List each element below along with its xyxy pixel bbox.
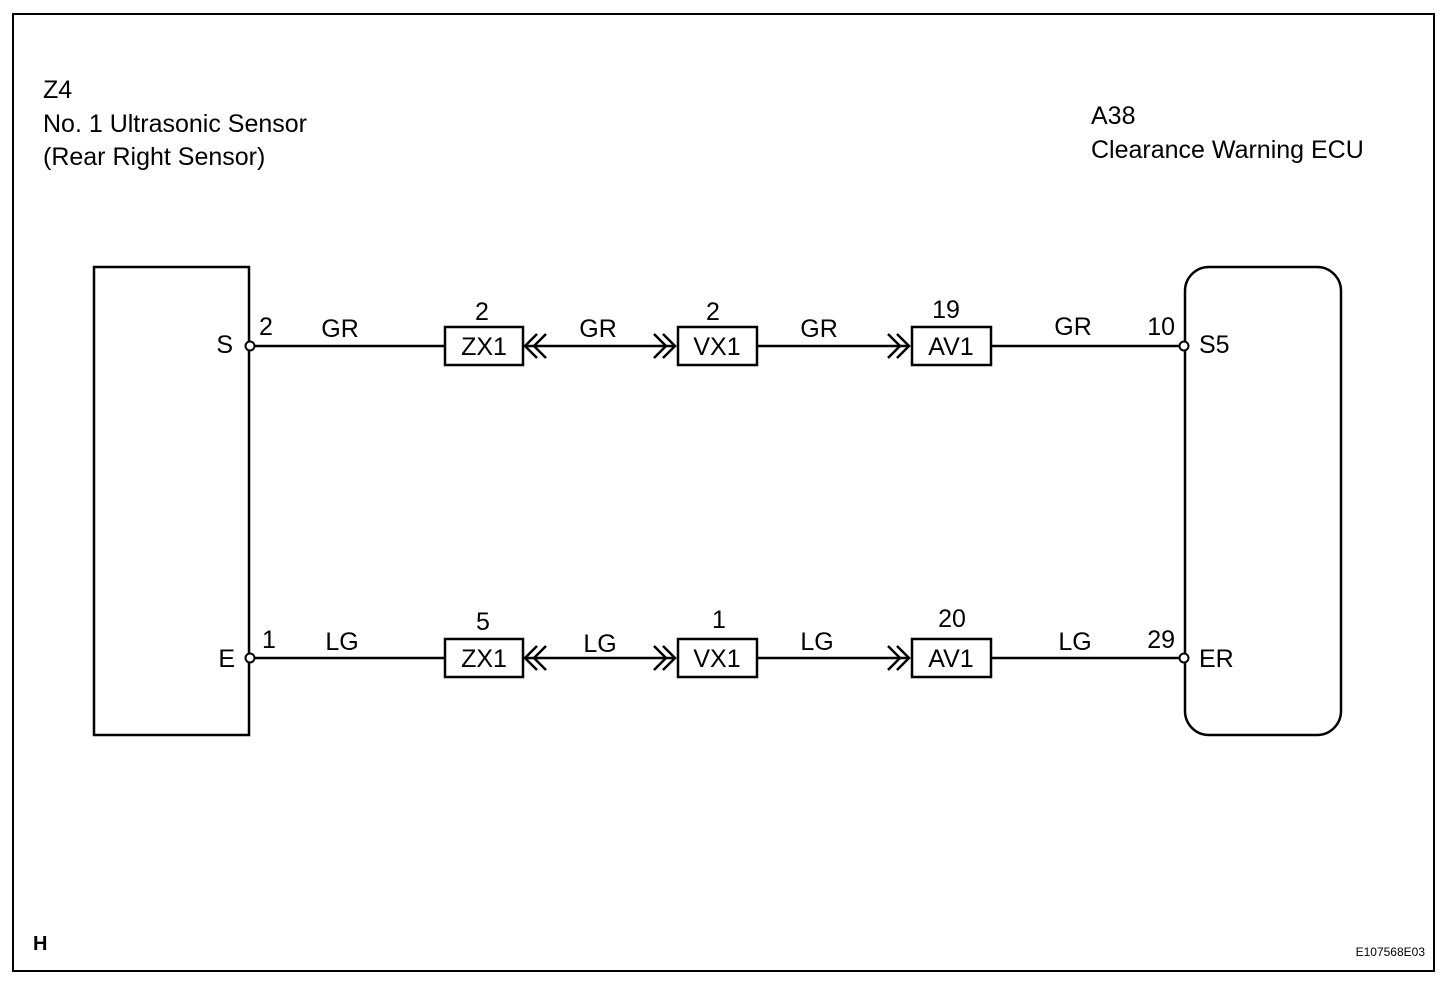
- sensor-name: No. 1 Ultrasonic Sensor: [43, 110, 307, 138]
- connector-name: VX1: [693, 645, 740, 673]
- connector-name: VX1: [693, 333, 740, 361]
- ground-circuit: E 1 ER 29 LG LG LG LG ZX1 5 VX1 1 AV1 20: [218, 605, 1234, 679]
- connector-arrow-right-icon: [653, 333, 677, 359]
- ecu-code: A38: [1091, 102, 1135, 130]
- connector-box-av1: [910, 325, 993, 367]
- sensor-terminal-label: E: [218, 645, 235, 673]
- figure-code: E107568E03: [1356, 945, 1426, 959]
- sensor-terminal-pin: 1: [262, 626, 276, 654]
- wire-color-label: LG: [800, 628, 833, 656]
- ecu-terminal-pin: 29: [1147, 626, 1175, 654]
- connector-box-zx1: [443, 637, 525, 679]
- connector-box-vx1: [676, 637, 759, 679]
- wire-color-label: GR: [579, 315, 617, 343]
- ecu-name: Clearance Warning ECU: [1091, 136, 1364, 164]
- wire-color-label: LG: [325, 628, 358, 656]
- connector-arrow-right-icon: [887, 333, 911, 359]
- ecu-terminal-pin: 10: [1147, 313, 1175, 341]
- frame-corner-label: H: [33, 933, 47, 955]
- connector-name: AV1: [928, 645, 973, 673]
- terminal-circle: [1178, 340, 1190, 352]
- connector-pin: 5: [476, 608, 490, 636]
- wire-color-label: GR: [321, 315, 359, 343]
- sensor-body: [92, 265, 251, 737]
- connector-box-zx1: [443, 325, 525, 367]
- sensor-position: (Rear Right Sensor): [43, 143, 265, 171]
- signal-circuit: S 2 S5 10 GR GR GR GR ZX1 2 VX1 2 AV1 19: [216, 296, 1230, 367]
- connector-name: ZX1: [461, 645, 507, 673]
- wire-color-label: GR: [800, 315, 838, 343]
- connector-pin: 2: [475, 298, 489, 326]
- connector-box-av1: [910, 637, 993, 679]
- ecu-terminal-label: S5: [1199, 331, 1230, 359]
- connector-pin: 20: [938, 605, 966, 633]
- connector-pin: 1: [712, 606, 726, 634]
- connector-pin: 19: [932, 296, 960, 324]
- ecu-terminal-label: ER: [1199, 645, 1234, 673]
- wire-color-label: LG: [1058, 628, 1091, 656]
- sensor-terminal-label: S: [216, 331, 233, 359]
- connector-pin: 2: [706, 298, 720, 326]
- sensor-heading: Z4 No. 1 Ultrasonic Sensor (Rear Right S…: [43, 76, 307, 171]
- terminal-circle: [1178, 652, 1190, 664]
- ecu-body: [1183, 265, 1343, 737]
- connector-arrow-right-icon: [887, 645, 911, 671]
- connector-arrow-left-icon: [523, 333, 547, 359]
- diagram-frame: [12, 13, 1435, 972]
- connector-arrow-left-icon: [523, 645, 547, 671]
- wire-color-label: GR: [1054, 313, 1092, 341]
- wire-color-label: LG: [583, 630, 616, 658]
- terminal-circle: [244, 340, 256, 352]
- connector-arrow-right-icon: [653, 645, 677, 671]
- connector-name: ZX1: [461, 333, 507, 361]
- terminal-circle: [244, 652, 256, 664]
- ecu-heading: A38 Clearance Warning ECU: [1091, 102, 1364, 164]
- sensor-terminal-pin: 2: [259, 313, 273, 341]
- connector-box-vx1: [676, 325, 759, 367]
- connector-name: AV1: [928, 333, 973, 361]
- sensor-code: Z4: [43, 76, 72, 104]
